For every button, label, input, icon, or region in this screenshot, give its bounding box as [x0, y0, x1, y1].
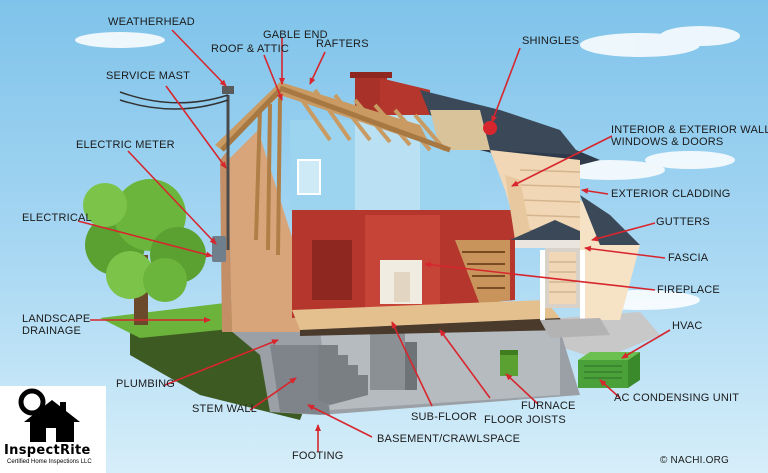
label-footing: FOOTING: [292, 450, 344, 462]
label-landscape-line1: LANDSCAPE: [22, 313, 91, 325]
clouds: [75, 26, 740, 310]
label-weatherhead: WEATHERHEAD: [108, 16, 195, 28]
service-mast: [119, 86, 234, 250]
label-landscape-line2: DRAINAGE: [22, 325, 82, 337]
house-magnifier-icon: [18, 388, 80, 442]
label-plumbing: PLUMBING: [116, 378, 176, 390]
label-interior-walls-line2: WINDOWS & DOORS: [611, 136, 724, 148]
label-electrical: ELECTRICAL: [22, 212, 92, 224]
label-interior-walls-line1: INTERIOR & EXTERIOR WALLS,: [611, 124, 768, 136]
hvac-units: [500, 350, 640, 388]
label-furnace: FURNACE: [521, 400, 576, 412]
label-basement-crawlspace: BASEMENT/CRAWLSPACE: [377, 433, 521, 445]
logo-tagline: Certified Home Inspections LLC: [7, 459, 92, 465]
label-exterior-cladding: EXTERIOR CLADDING: [611, 188, 731, 200]
logo-name: InspectRite: [4, 443, 91, 458]
credit-text: © NACHI.ORG: [660, 455, 730, 466]
label-service-mast: SERVICE MAST: [106, 70, 191, 82]
label-fascia: FASCIA: [668, 252, 709, 264]
label-rafters: RAFTERS: [316, 38, 369, 50]
label-fireplace: FIREPLACE: [657, 284, 720, 296]
label-gutters: GUTTERS: [656, 216, 710, 228]
label-electric-meter: ELECTRIC METER: [76, 139, 175, 151]
label-shingles: SHINGLES: [522, 35, 580, 47]
roof-framing: [215, 82, 451, 256]
label-roof-attic: ROOF & ATTIC: [211, 43, 289, 55]
inspectrite-logo: [0, 386, 106, 473]
label-ac-condensing-unit: AC CONDENSING UNIT: [614, 392, 740, 404]
label-gable-end: GABLE END: [263, 29, 328, 41]
label-floor-joists: FLOOR JOISTS: [484, 414, 566, 426]
shingle-marker: [483, 121, 497, 135]
label-sub-floor: SUB-FLOOR: [411, 411, 477, 423]
leader-arrows: [77, 29, 671, 452]
brick-walls: [292, 210, 560, 330]
tree-icon: [83, 179, 206, 325]
label-hvac: HVAC: [672, 320, 703, 332]
chimney: [350, 72, 430, 115]
label-stem-wall: STEM WALL: [192, 403, 257, 415]
